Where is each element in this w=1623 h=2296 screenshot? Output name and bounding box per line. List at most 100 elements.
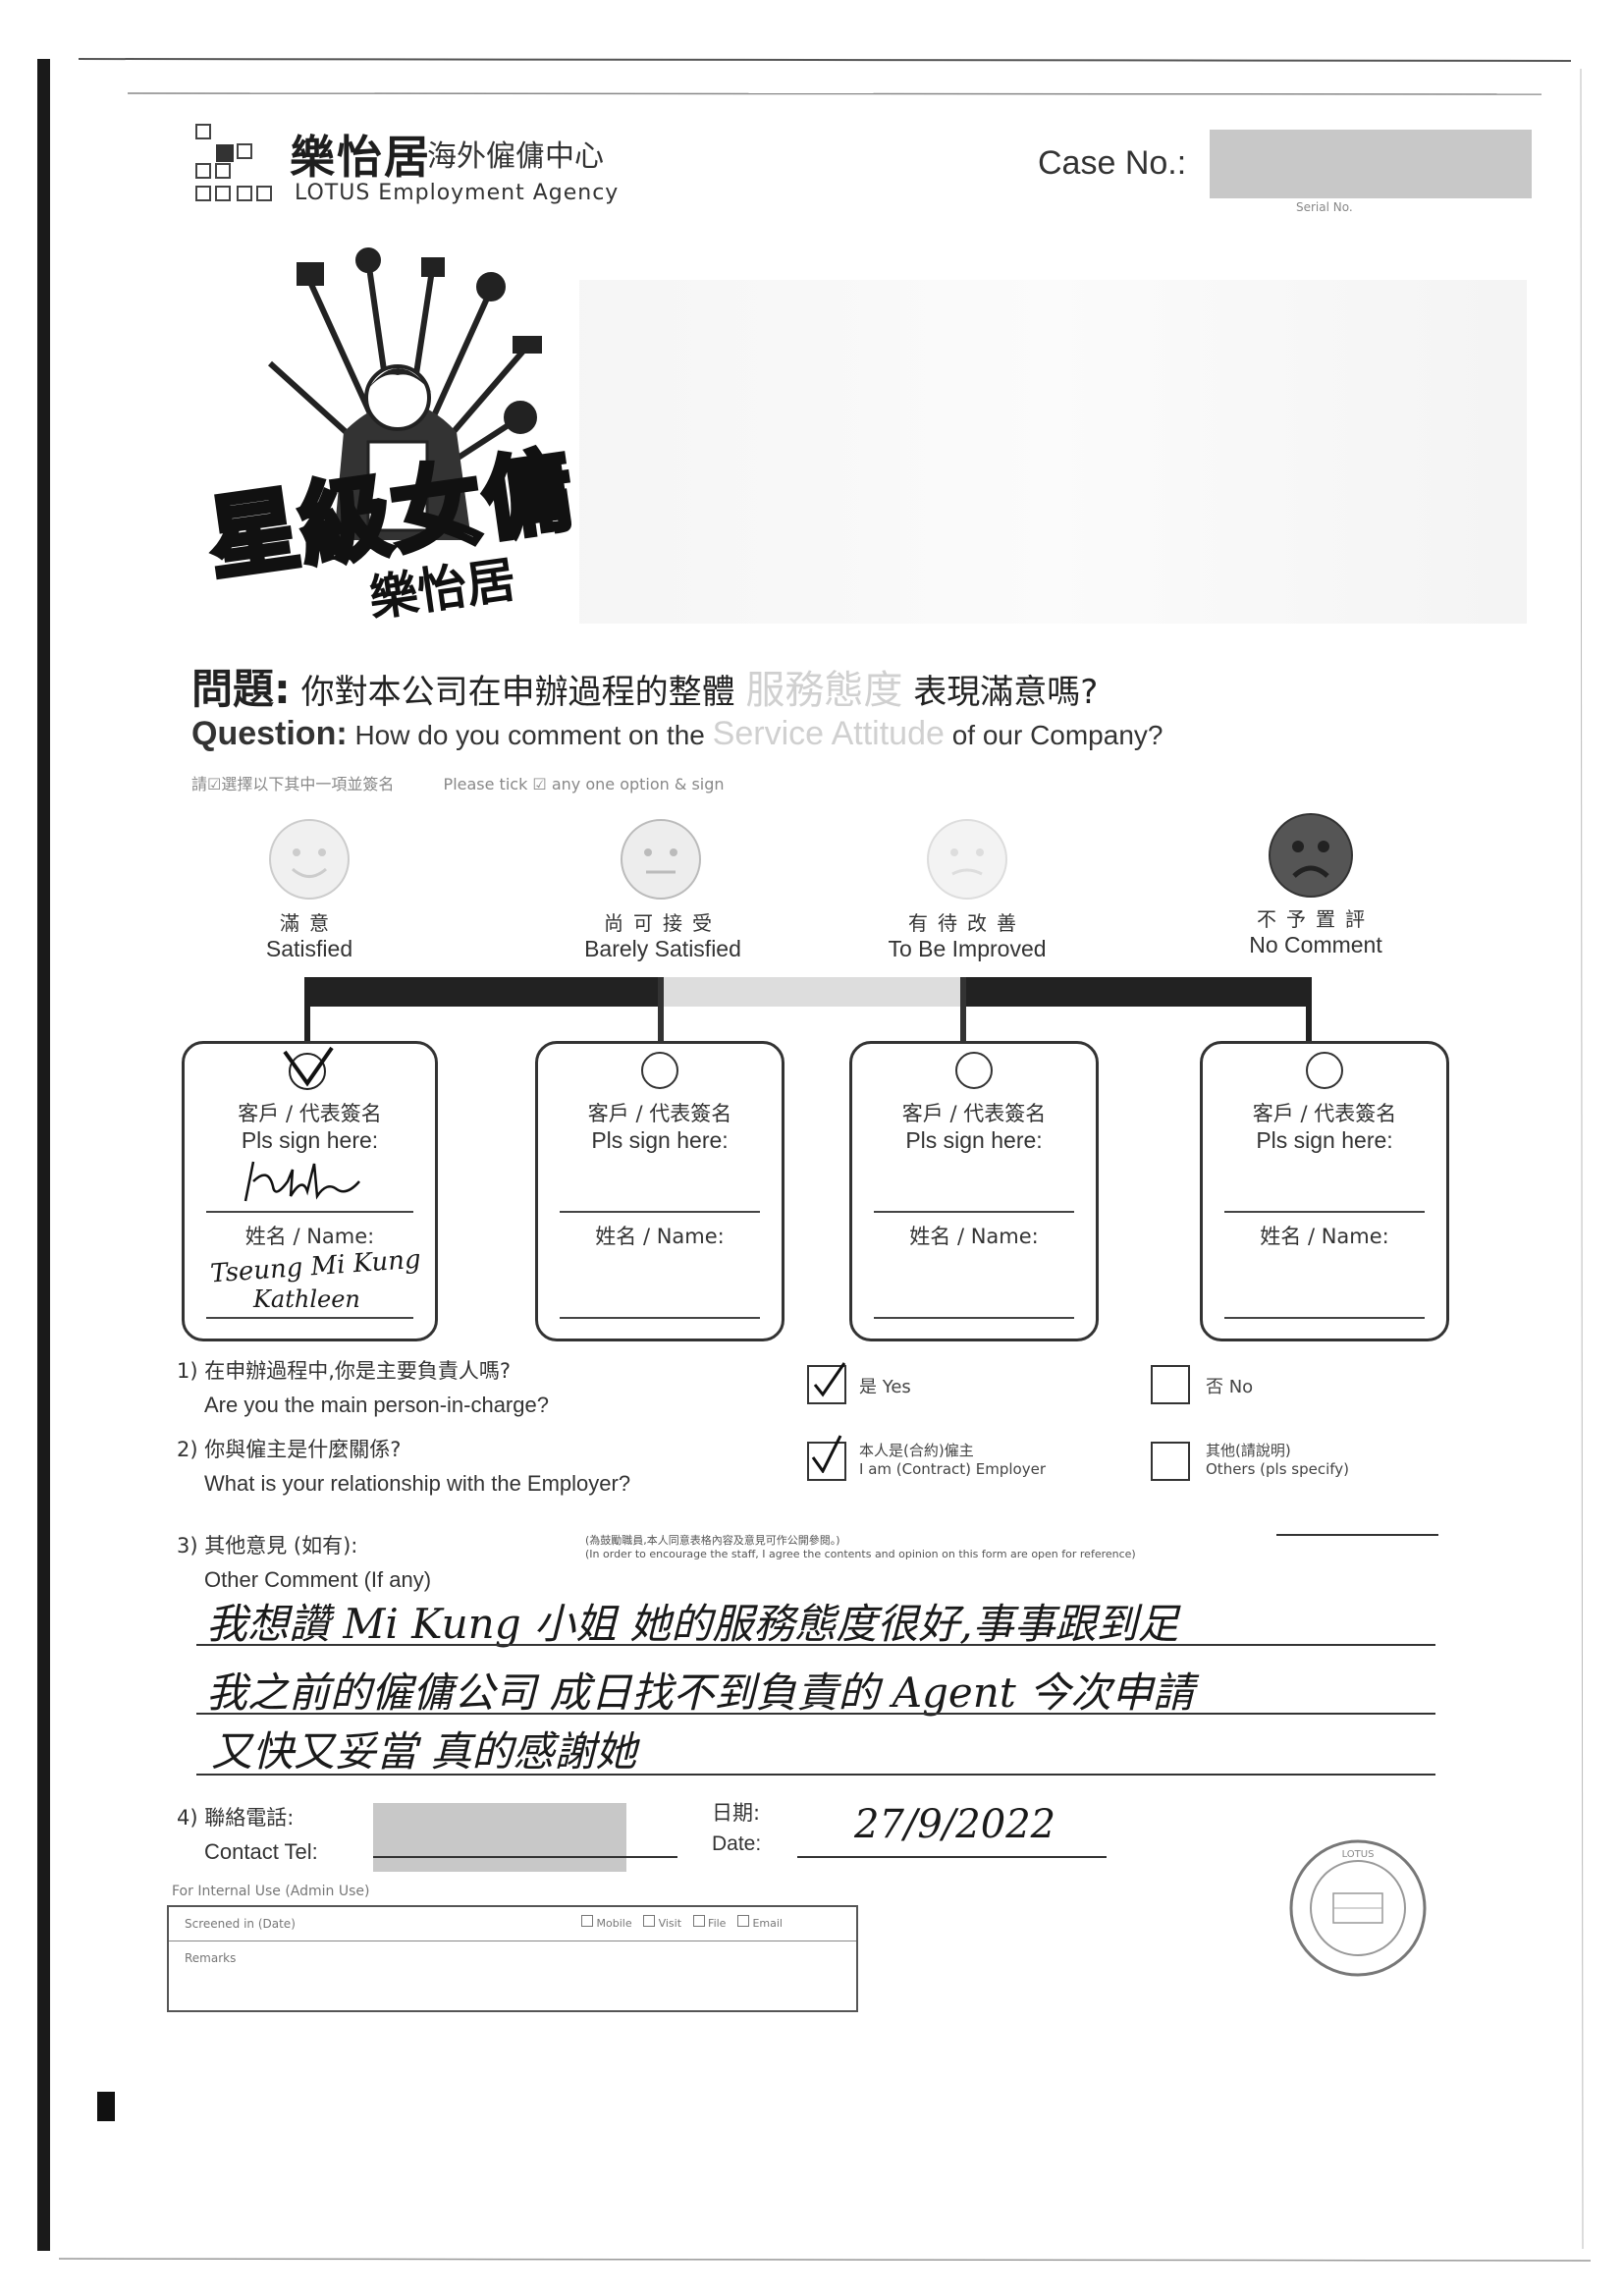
option-connector-bar xyxy=(304,977,1312,1046)
contact-tel-zh: 4) 聯絡電話: xyxy=(177,1806,295,1830)
option-satisfied: 滿意 Satisfied xyxy=(216,907,403,962)
others-label-zh: 其他(請說明) xyxy=(1206,1442,1291,1459)
instruction-en: Please tick ☑ any one option & sign xyxy=(443,775,725,793)
contact-tel-label: 4) 聯絡電話: Contact Tel: xyxy=(177,1802,318,1865)
worried-face-icon xyxy=(927,819,1007,900)
checkmark-icon xyxy=(813,1362,846,1397)
employer-label-zh: 本人是(合約)僱主 xyxy=(859,1442,974,1459)
sign-label-zh: 客戶 / 代表簽名 xyxy=(587,1102,732,1125)
brand-name-en: LOTUS Employment Agency xyxy=(295,181,620,205)
employer-checkbox[interactable] xyxy=(807,1435,846,1481)
radio-circle-icon[interactable] xyxy=(955,1052,993,1089)
admin-options: Mobile Visit File Email xyxy=(581,1915,783,1930)
case-number-redacted xyxy=(1210,130,1532,198)
comment-top-line xyxy=(1276,1534,1438,1536)
name-line xyxy=(874,1317,1074,1319)
option-label-en: Barely Satisfied xyxy=(584,936,741,961)
brand-name-zh: 樂怡居 xyxy=(290,131,431,184)
admin-option-1: Mobile xyxy=(596,1917,632,1930)
sign-card-barely-satisfied[interactable]: 客戶 / 代表簽名 Pls sign here: 姓名 / Name: xyxy=(535,1041,784,1341)
admin-option-3: File xyxy=(708,1917,727,1930)
date-en: Date: xyxy=(712,1832,762,1855)
tick-mark-icon xyxy=(283,1046,334,1090)
question-en: Question: How do you comment on the Serv… xyxy=(191,715,1163,753)
case-number-label: Case No.: xyxy=(1038,144,1187,182)
admin-option-4: Email xyxy=(752,1917,783,1930)
question-label-en: Question: xyxy=(191,715,348,752)
checkmark-icon xyxy=(811,1435,842,1473)
admin-checkbox-icon[interactable] xyxy=(692,1915,705,1927)
contact-tel-line xyxy=(373,1856,677,1858)
option-label-en: To Be Improved xyxy=(888,936,1047,961)
question-1-en: Are you the main person-in-charge? xyxy=(204,1393,549,1417)
customer-signature xyxy=(243,1161,360,1202)
option-label-en: No Comment xyxy=(1249,932,1382,957)
radio-circle-icon[interactable] xyxy=(641,1052,678,1089)
customer-name-line2: Kathleen xyxy=(253,1285,360,1313)
option-label-en: Satisfied xyxy=(265,936,353,961)
sign-label-zh: 客戶 / 代表簽名 xyxy=(901,1102,1047,1125)
question-zh: 問題: 你對本公司在申辦過程的整體 服務態度 表現滿意嗎? xyxy=(191,656,1098,716)
name-label: 姓名 / Name: xyxy=(595,1225,725,1248)
contact-tel-redacted xyxy=(373,1803,626,1872)
date-label: 日期: Date: xyxy=(712,1797,761,1856)
comment-rule-3 xyxy=(196,1774,1435,1776)
employer-label-en: I am (Contract) Employer xyxy=(859,1460,1046,1478)
question-text-en-end: of our Company? xyxy=(951,720,1163,750)
question-3-en: Other Comment (If any) xyxy=(204,1567,432,1592)
question-text-en: How do you comment on the xyxy=(354,720,705,750)
comment-note: (為鼓勵職員,本人同意表格內容及意見可作公開參閱。) (In order to … xyxy=(585,1532,1439,1560)
admin-checkbox-icon[interactable] xyxy=(736,1915,749,1927)
option-to-be-improved: 有待改善 To Be Improved xyxy=(869,907,1065,962)
signature-line xyxy=(206,1211,413,1213)
radio-circle-icon[interactable] xyxy=(1306,1052,1343,1089)
mascot-illustration: 星級女傭 樂怡居 xyxy=(196,246,609,629)
question-3: 3) 其他意見 (如有): Other Comment (If any) xyxy=(177,1530,431,1593)
comment-line-2[interactable]: 我之前的僱傭公司 成日找不到負責的 Agent 今次申請 xyxy=(206,1668,1195,1717)
admin-remarks: Remarks xyxy=(185,1951,237,1965)
stamp-text: LOTUS xyxy=(1342,1849,1375,1860)
question-label-zh: 問題: xyxy=(191,665,291,713)
sign-label-en: Pls sign here: xyxy=(591,1127,729,1153)
comment-line-1[interactable]: 我想讚 Mi Kung 小姐 她的服務態度很好,事事跟到足 xyxy=(206,1600,1179,1648)
option-no-comment: 不予置評 No Comment xyxy=(1217,903,1414,958)
customer-name-line1: Tseung Mi Kung xyxy=(209,1244,422,1289)
admin-checkbox-icon[interactable] xyxy=(643,1915,656,1927)
sign-card-satisfied[interactable]: 客戶 / 代表簽名 Pls sign here: 姓名 / Name: Tseu… xyxy=(182,1041,438,1341)
signature-line xyxy=(1224,1211,1425,1213)
sign-label-en: Pls sign here: xyxy=(241,1127,379,1153)
comment-rule-1 xyxy=(196,1644,1435,1646)
admin-option-2: Visit xyxy=(658,1917,682,1930)
sign-label-en: Pls sign here: xyxy=(905,1127,1043,1153)
brand-subtitle-zh: 海外僱傭中心 xyxy=(427,139,604,174)
name-line xyxy=(1224,1317,1425,1319)
comment-note-zh: (為鼓勵職員,本人同意表格內容及意見可作公開參閱。) xyxy=(585,1534,840,1547)
date-line xyxy=(797,1856,1107,1858)
yes-checkbox[interactable] xyxy=(807,1362,846,1404)
admin-title: For Internal Use (Admin Use) xyxy=(172,1884,370,1899)
comment-line-3[interactable]: 又快又妥當 真的感謝她 xyxy=(211,1727,637,1776)
employer-label: 本人是(合約)僱主 I am (Contract) Employer xyxy=(859,1440,1046,1478)
question-1-zh: 1) 在申辦過程中,你是主要負責人嗎? xyxy=(177,1359,512,1383)
faded-banner xyxy=(579,280,1527,624)
instruction: 請☑選擇以下其中一項並簽名 Please tick ☑ any one opti… xyxy=(191,771,725,794)
others-checkbox[interactable] xyxy=(1151,1442,1190,1481)
logo-grid-icon xyxy=(195,124,272,201)
sign-card-no-comment[interactable]: 客戶 / 代表簽名 Pls sign here: 姓名 / Name: xyxy=(1200,1041,1449,1341)
no-label: 否 No xyxy=(1206,1377,1254,1397)
admin-checkbox-icon[interactable] xyxy=(581,1915,593,1927)
maid-superhero-icon xyxy=(267,247,542,540)
date-value[interactable]: 27/9/2022 xyxy=(854,1802,1056,1847)
admin-row-1: Screened in (Date) xyxy=(185,1917,296,1931)
sign-label-zh: 客戶 / 代表簽名 xyxy=(1252,1102,1397,1125)
signature-line xyxy=(874,1211,1074,1213)
no-checkbox[interactable] xyxy=(1151,1365,1190,1404)
question-text-zh: 你對本公司在申辦過程的整體 xyxy=(300,673,735,712)
question-3-zh: 3) 其他意見 (如有): xyxy=(177,1534,358,1558)
others-label-en: Others (pls specify) xyxy=(1206,1460,1350,1478)
question-highlight-en: Service Attitude xyxy=(712,715,945,752)
sad-face-icon xyxy=(1269,813,1353,898)
option-label-zh: 有待改善 xyxy=(908,911,1026,935)
sign-card-to-be-improved[interactable]: 客戶 / 代表簽名 Pls sign here: 姓名 / Name: xyxy=(849,1041,1099,1341)
